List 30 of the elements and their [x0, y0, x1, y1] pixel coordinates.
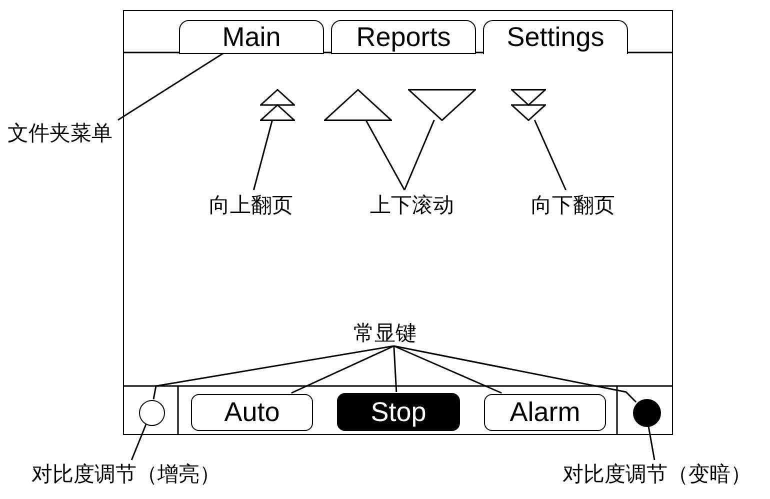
- down-triangle-icon: [408, 89, 476, 121]
- leader-line: [252, 120, 274, 190]
- callout-label: 文件夹菜单: [2, 120, 118, 146]
- leader-line: [291, 345, 394, 394]
- leader-line: [394, 345, 502, 394]
- button: Stop: [337, 393, 460, 431]
- callout-label: 对比度调节（增亮）: [6, 460, 246, 488]
- tab: Reports: [331, 20, 476, 54]
- button: Alarm: [484, 394, 606, 431]
- leader-line: [393, 346, 398, 392]
- tab: Main: [179, 20, 324, 54]
- leader-line: [130, 424, 147, 460]
- leader-line: [648, 426, 656, 460]
- leader-line: [365, 120, 406, 190]
- leader-line: [534, 120, 566, 190]
- callout-label: 上下滚动: [358, 191, 466, 219]
- leader-line: [152, 345, 394, 400]
- callout-label: 向下翻页: [519, 191, 627, 219]
- button: Auto: [191, 394, 313, 431]
- double-up-triangle-icon: [260, 89, 295, 121]
- double-down-triangle-icon: [511, 89, 546, 121]
- leader-line: [404, 120, 435, 190]
- callout-label: 对比度调节（变暗）: [546, 460, 768, 488]
- callout-label: 向上翻页: [197, 191, 305, 219]
- leader-line: [118, 52, 224, 121]
- screen-frame: [123, 10, 673, 435]
- leader-line: [394, 345, 637, 403]
- callout-label: 常显键: [347, 319, 423, 347]
- tab: Settings: [483, 20, 628, 54]
- up-triangle-icon: [324, 89, 392, 121]
